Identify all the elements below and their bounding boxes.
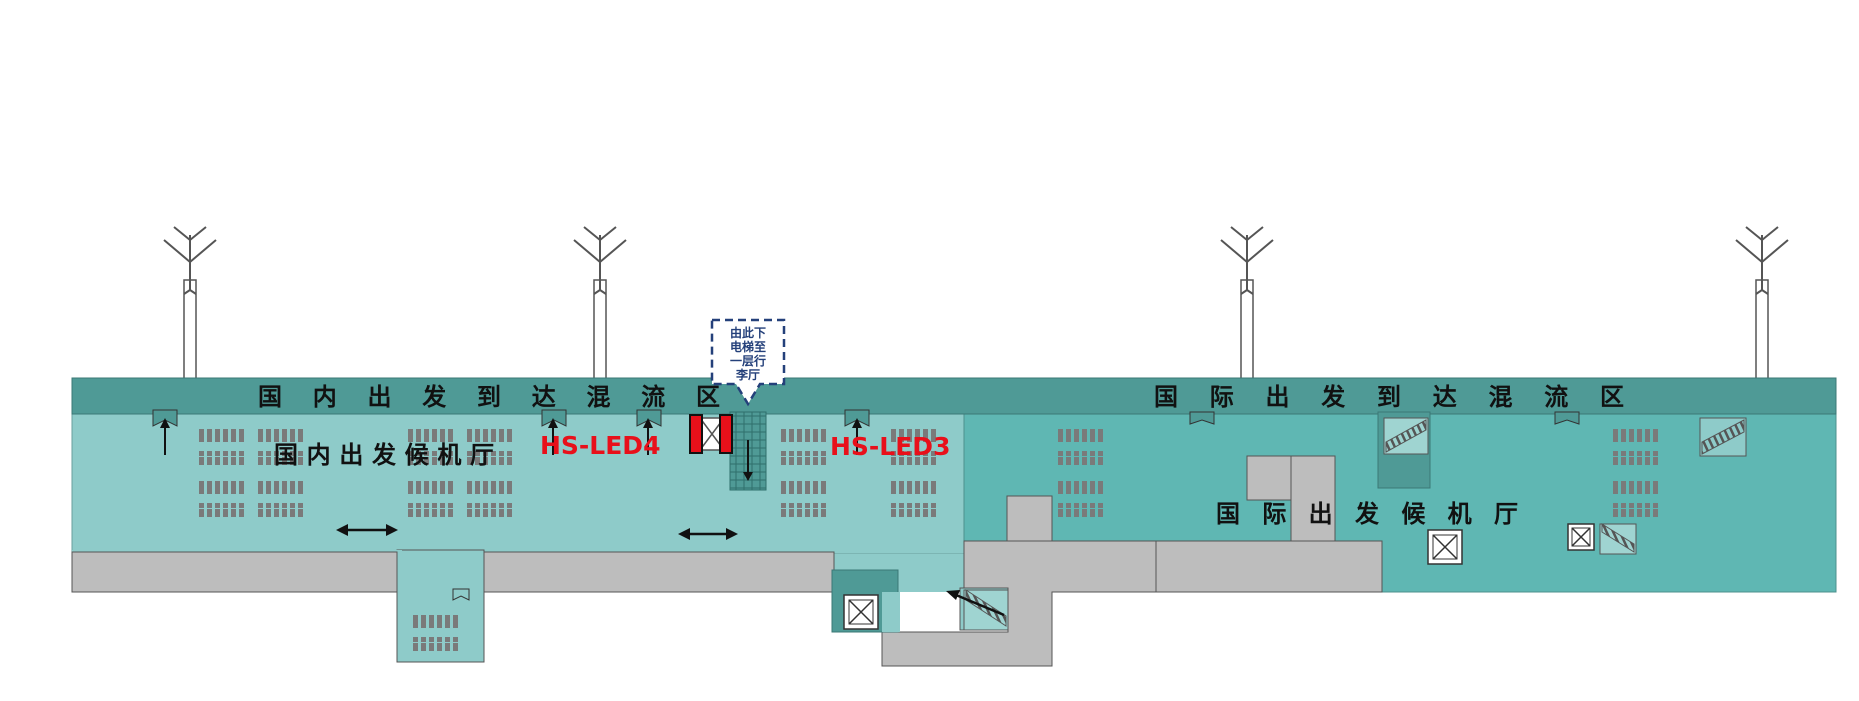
seat-block-icon xyxy=(891,429,939,465)
airplane-icon xyxy=(163,226,217,295)
seat-block-icon xyxy=(258,481,306,517)
seat-block-icon xyxy=(1613,481,1661,517)
elevator-icon xyxy=(1567,523,1595,551)
central-escalator xyxy=(729,411,767,491)
led-screen-icon xyxy=(719,414,733,454)
seat-block-icon xyxy=(467,481,515,517)
elevators xyxy=(699,417,1595,630)
airplane-icon xyxy=(573,226,627,295)
airplane-icon xyxy=(1735,226,1789,295)
led-screens xyxy=(689,414,733,454)
seat-block-icon xyxy=(1058,429,1106,465)
double-arrow-icon xyxy=(678,528,738,540)
corridor-strip xyxy=(71,377,1837,415)
led-label-hs-led4: HS-LED4 xyxy=(540,431,660,460)
airplane-stands xyxy=(163,226,1789,381)
gate-door-icon xyxy=(1554,411,1580,425)
gate-door-icon xyxy=(1189,411,1215,425)
double-arrow-icon xyxy=(336,524,398,536)
domestic-hall-label: 国内出发候机厅 xyxy=(274,441,494,469)
airplane-icon xyxy=(1220,226,1274,295)
airplane-stand-4 xyxy=(1735,226,1789,381)
airplane-stand-3 xyxy=(1220,226,1274,381)
domestic-corridor-label: 国 内 出 发 到 达 混 流 区 xyxy=(258,383,720,411)
seat-block-icon xyxy=(467,429,515,465)
escalator-icon xyxy=(1599,523,1637,555)
seat-block-icon xyxy=(413,615,461,651)
gate-door-icon xyxy=(636,409,662,427)
callout-line-2: 电梯至 xyxy=(730,339,766,354)
seat-block-icon xyxy=(199,481,247,517)
elevator-icon xyxy=(1427,529,1463,565)
seat-block-icon xyxy=(199,429,247,465)
escalator-callout: 由此下 电梯至 一层行 李厅 xyxy=(710,318,786,407)
seat-block-icon xyxy=(891,481,939,517)
international-corridor-label: 国 际 出 发 到 达 混 流 区 xyxy=(1154,383,1624,411)
seat-block-icon xyxy=(781,429,829,465)
elevator-icon xyxy=(843,594,879,630)
direction-arrow-icon xyxy=(643,418,653,455)
escalators xyxy=(946,411,1747,631)
seat-block-icon xyxy=(408,481,456,517)
direction-arrow-icon xyxy=(160,418,170,455)
airplane-stand-2 xyxy=(573,226,627,381)
led-screen-icon xyxy=(689,414,703,454)
seat-block-icon xyxy=(1613,429,1661,465)
callout-line-4: 李厅 xyxy=(735,367,760,382)
escalator-icon xyxy=(1383,417,1429,455)
gate-door-icon xyxy=(452,588,470,601)
seat-block-icon xyxy=(1058,481,1106,517)
seat-block-icon xyxy=(781,481,829,517)
led-label-hs-led3: HS-LED3 xyxy=(830,432,950,461)
gate-door-icon xyxy=(541,409,567,427)
service-areas xyxy=(71,455,1383,667)
callout-line-1: 由此下 xyxy=(730,325,766,340)
escalator-icon xyxy=(1699,417,1747,457)
escalator-icon xyxy=(963,589,1009,631)
international-hall-label: 国 际 出 发 候 机 厅 xyxy=(1216,500,1518,528)
direction-arrow-icon xyxy=(955,593,1005,617)
seat-block-icon xyxy=(408,429,456,465)
seat-block-icon xyxy=(258,429,306,465)
flow-arrows xyxy=(160,418,862,540)
airplane-stand-1 xyxy=(163,226,217,381)
direction-arrow-icon xyxy=(852,418,862,455)
direction-arrow-icon xyxy=(548,418,558,455)
domestic-hall-lower-strip xyxy=(72,550,402,552)
callout-line-3: 一层行 xyxy=(730,353,766,368)
seat-blocks xyxy=(199,429,1661,651)
